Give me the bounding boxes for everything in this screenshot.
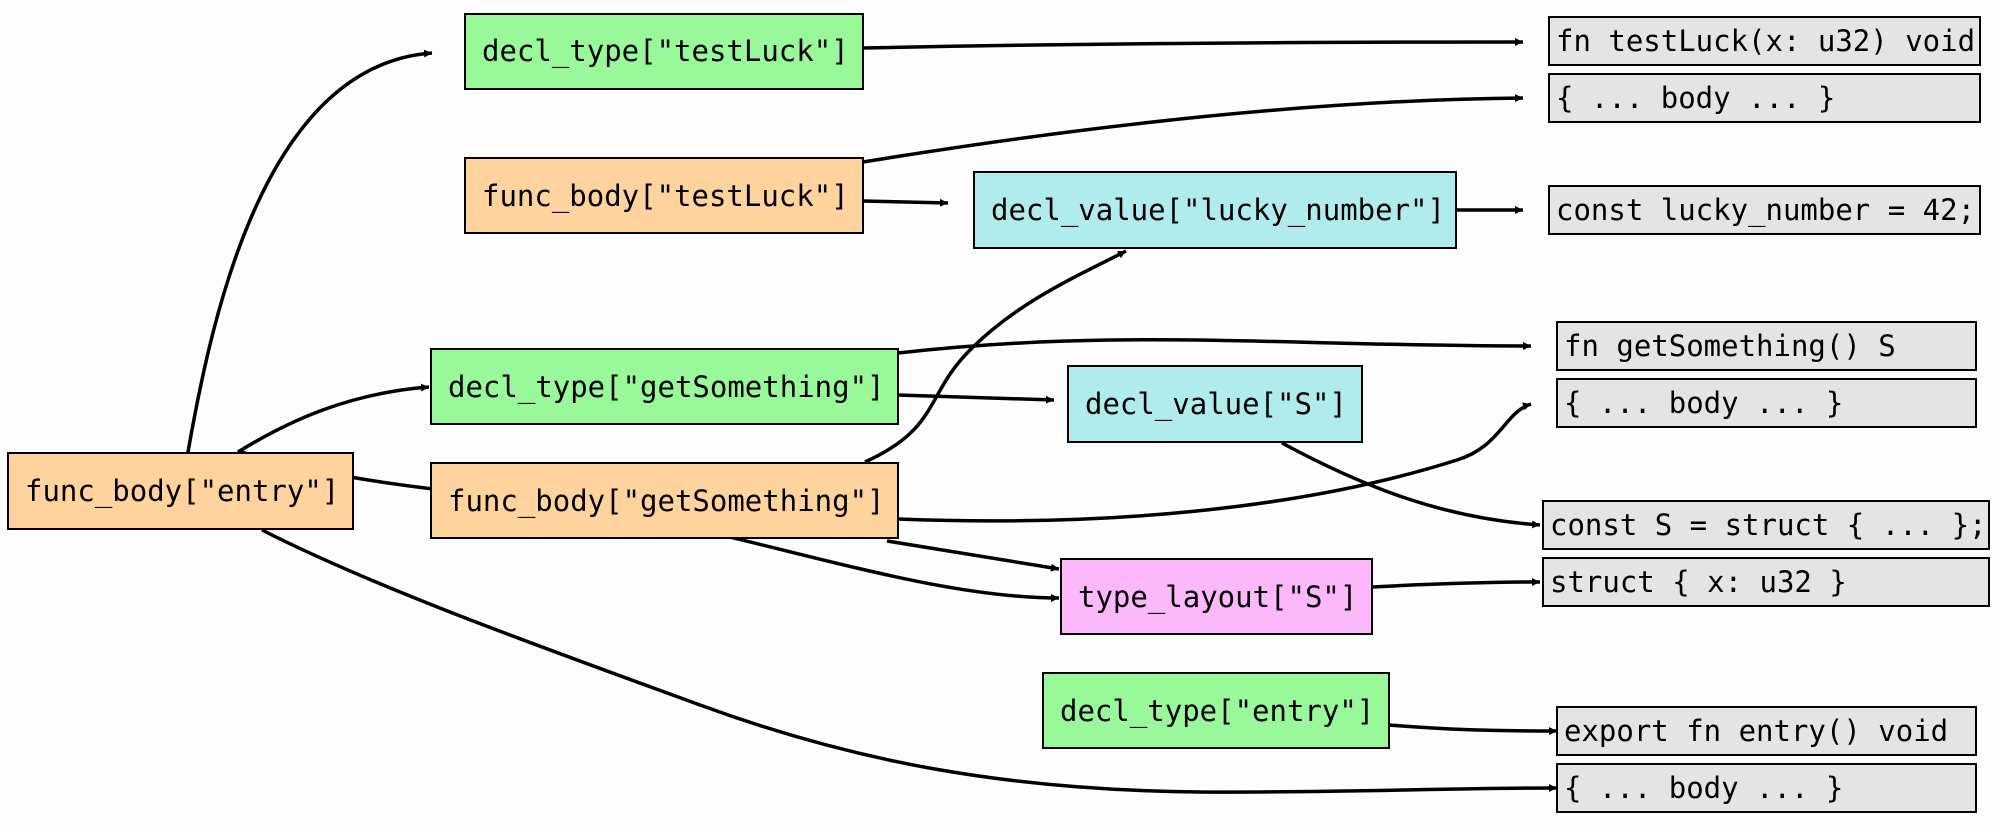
edge-entry-to-entry-body bbox=[261, 528, 1558, 794]
node-label: decl_value["S"] bbox=[1085, 387, 1347, 422]
edge-func-body-testluck-to-body bbox=[862, 94, 1524, 164]
source-testluck-signature: fn testLuck(x: u32) void bbox=[1548, 16, 1981, 66]
source-text: fn testLuck(x: u32) void bbox=[1556, 24, 1975, 58]
edge-decl-type-getsomething-to-decl-value-s bbox=[897, 393, 1055, 404]
node-type-layout-s: type_layout["S"] bbox=[1060, 558, 1373, 635]
source-text: { ... body ... } bbox=[1564, 771, 1843, 805]
node-decl-type-testluck: decl_type["testLuck"] bbox=[464, 13, 864, 90]
edge-decl-type-getsomething-to-signature bbox=[897, 337, 1532, 355]
node-label: decl_type["entry"] bbox=[1060, 694, 1374, 729]
node-decl-type-getsomething: decl_type["getSomething"] bbox=[430, 348, 899, 425]
edge-type-layout-to-struct bbox=[1371, 578, 1541, 589]
source-text: { ... body ... } bbox=[1564, 386, 1843, 420]
edge-decl-type-testluck-to-signature bbox=[862, 38, 1524, 50]
edge-func-body-getsomething-to-type-layout bbox=[886, 539, 1060, 572]
node-label: decl_type["getSomething"] bbox=[448, 370, 885, 405]
edge-func-body-getsomething-to-lucky-number bbox=[864, 249, 1127, 464]
node-func-body-testluck: func_body["testLuck"] bbox=[464, 157, 864, 234]
source-boxes: fn testLuck(x: u32) void { ... body ... … bbox=[1542, 16, 1990, 813]
source-lucky-number-decl: const lucky_number = 42; bbox=[1548, 185, 1981, 235]
source-text: struct { x: u32 } bbox=[1550, 565, 1847, 599]
source-getsomething-body: { ... body ... } bbox=[1556, 378, 1977, 428]
edge-decl-type-entry-to-signature bbox=[1388, 723, 1558, 735]
node-decl-type-entry: decl_type["entry"] bbox=[1042, 672, 1390, 749]
node-func-body-getsomething: func_body["getSomething"] bbox=[430, 462, 899, 539]
node-label: func_body["testLuck"] bbox=[482, 179, 849, 214]
node-func-body-entry: func_body["entry"] bbox=[7, 452, 354, 530]
source-s-struct: struct { x: u32 } bbox=[1542, 557, 1990, 607]
node-label: decl_type["testLuck"] bbox=[482, 34, 849, 69]
node-label: func_body["entry"] bbox=[25, 474, 339, 509]
edge-decl-value-s-to-const-s bbox=[1281, 441, 1541, 529]
edge-entry-to-decl-type-getsomething bbox=[237, 383, 430, 454]
source-text: fn getSomething() S bbox=[1564, 329, 1896, 363]
node-decl-value-s: decl_value["S"] bbox=[1067, 365, 1363, 443]
node-label: decl_value["lucky_number"] bbox=[991, 193, 1445, 228]
edge-func-body-testluck-to-lucky-number bbox=[862, 198, 949, 207]
node-label: func_body["getSomething"] bbox=[448, 484, 885, 519]
nodes: decl_type["testLuck"] func_body["testLuc… bbox=[7, 13, 1457, 749]
source-entry-body: { ... body ... } bbox=[1556, 763, 1977, 813]
source-text: { ... body ... } bbox=[1556, 81, 1835, 115]
node-decl-value-lucky-number: decl_value["lucky_number"] bbox=[973, 171, 1457, 249]
source-testluck-body: { ... body ... } bbox=[1548, 73, 1981, 123]
source-text: const lucky_number = 42; bbox=[1556, 193, 1975, 228]
edge-entry-to-decl-type-testluck bbox=[186, 49, 433, 453]
node-label: type_layout["S"] bbox=[1078, 580, 1357, 615]
source-s-decl: const S = struct { ... }; bbox=[1542, 500, 1990, 550]
source-getsomething-signature: fn getSomething() S bbox=[1556, 321, 1977, 371]
source-text: export fn entry() void bbox=[1564, 714, 1948, 748]
source-entry-signature: export fn entry() void bbox=[1556, 706, 1977, 756]
source-text: const S = struct { ... }; bbox=[1550, 508, 1987, 542]
edge-func-body-getsomething-to-body bbox=[897, 402, 1532, 523]
